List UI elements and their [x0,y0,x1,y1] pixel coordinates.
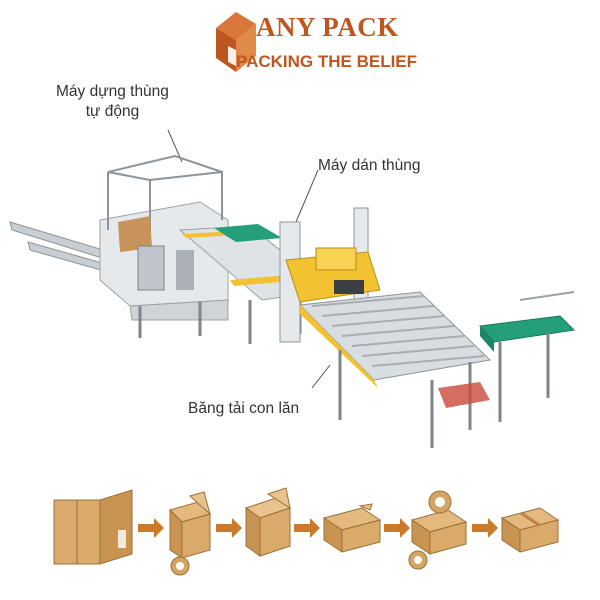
logo-box-icon [216,12,256,72]
case-sealer-machine [279,207,381,343]
callout-roller-conveyor: Băng tải con lăn [188,400,300,417]
process-steps [53,487,560,576]
leader-line-sealer [295,169,319,223]
roller-conveyor [298,291,492,448]
brand-tagline: PACKING THE BELIEF [236,52,418,71]
step-sealed-box [500,507,560,553]
callout-case-sealer: Máy dán thùng [318,157,421,174]
step-arrow-icon [384,518,410,538]
outfeed-conveyor [479,291,576,422]
step-erected-box [169,491,211,576]
step-taping-box [408,490,468,570]
callout-case-erector-line2: tự động [85,103,140,120]
step-open-box [244,487,292,557]
callout-case-erector: Máy dựng thùng tự động [56,82,169,122]
leader-line-conveyor [311,364,331,389]
step-flat-carton [53,489,133,565]
step-arrow-icon [216,518,242,538]
packaging-line-illustration [9,130,576,448]
step-closed-box [322,503,382,553]
step-arrow-icon [138,518,164,538]
callout-case-erector-line1: Máy dựng thùng [56,83,169,100]
case-erector-machine [9,154,229,338]
step-arrow-icon [472,518,498,538]
step-arrow-icon [294,518,320,538]
anypack-logo [216,12,256,72]
brand-name: ANY PACK [256,12,399,42]
